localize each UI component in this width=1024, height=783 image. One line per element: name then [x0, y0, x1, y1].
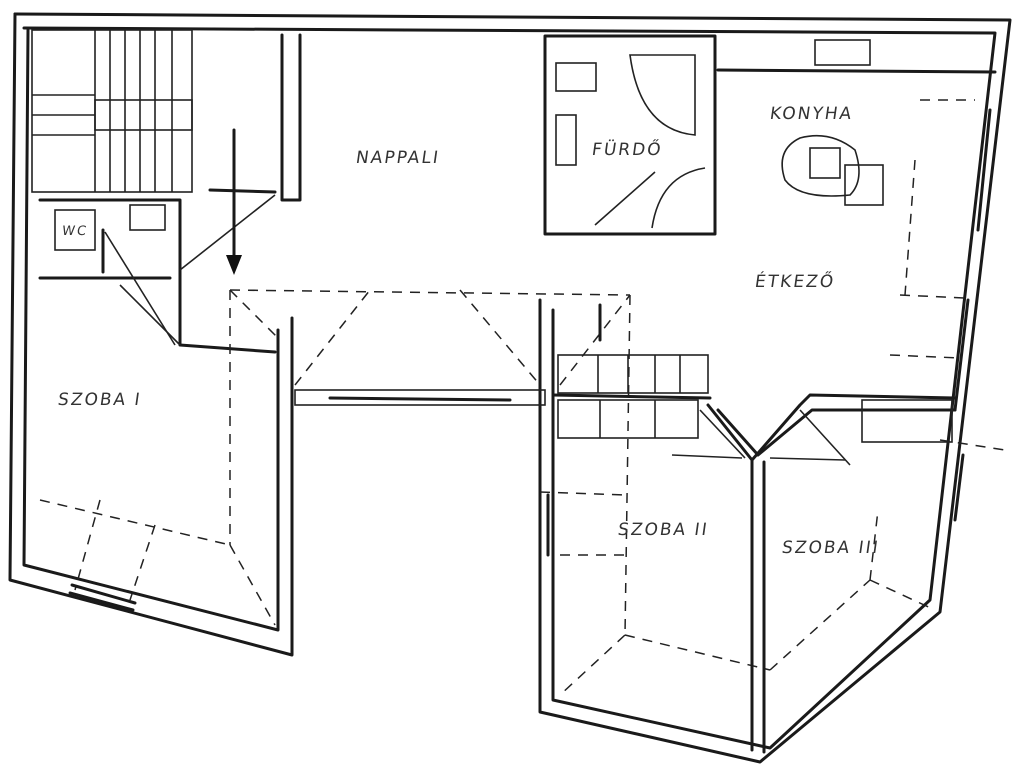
room-label-nappali: NAPPALI	[354, 148, 442, 168]
staircase	[31, 29, 193, 193]
room-label-szoba-3: SZOBA III	[780, 538, 881, 558]
room-label-furdo: FÜRDŐ	[590, 140, 664, 160]
room-label-etkezo: ÉTKEZŐ	[753, 272, 837, 292]
lower-stairs	[551, 303, 712, 439]
partition-walls	[671, 393, 957, 754]
room-label-wc: WC	[60, 224, 89, 239]
kitchen	[716, 39, 997, 299]
bathroom	[543, 34, 717, 236]
middle-wall	[294, 389, 546, 406]
room-label-szoba-2: SZOBA II	[616, 520, 710, 540]
wc-room	[38, 188, 277, 354]
outer-walls	[8, 12, 1012, 764]
room-label-konyha: KONYHA	[768, 104, 855, 124]
room-label-szoba-1: SZOBA I	[56, 390, 143, 410]
entry-arrow	[226, 128, 242, 275]
windows	[68, 108, 992, 612]
dashed-lines	[39, 289, 1006, 696]
